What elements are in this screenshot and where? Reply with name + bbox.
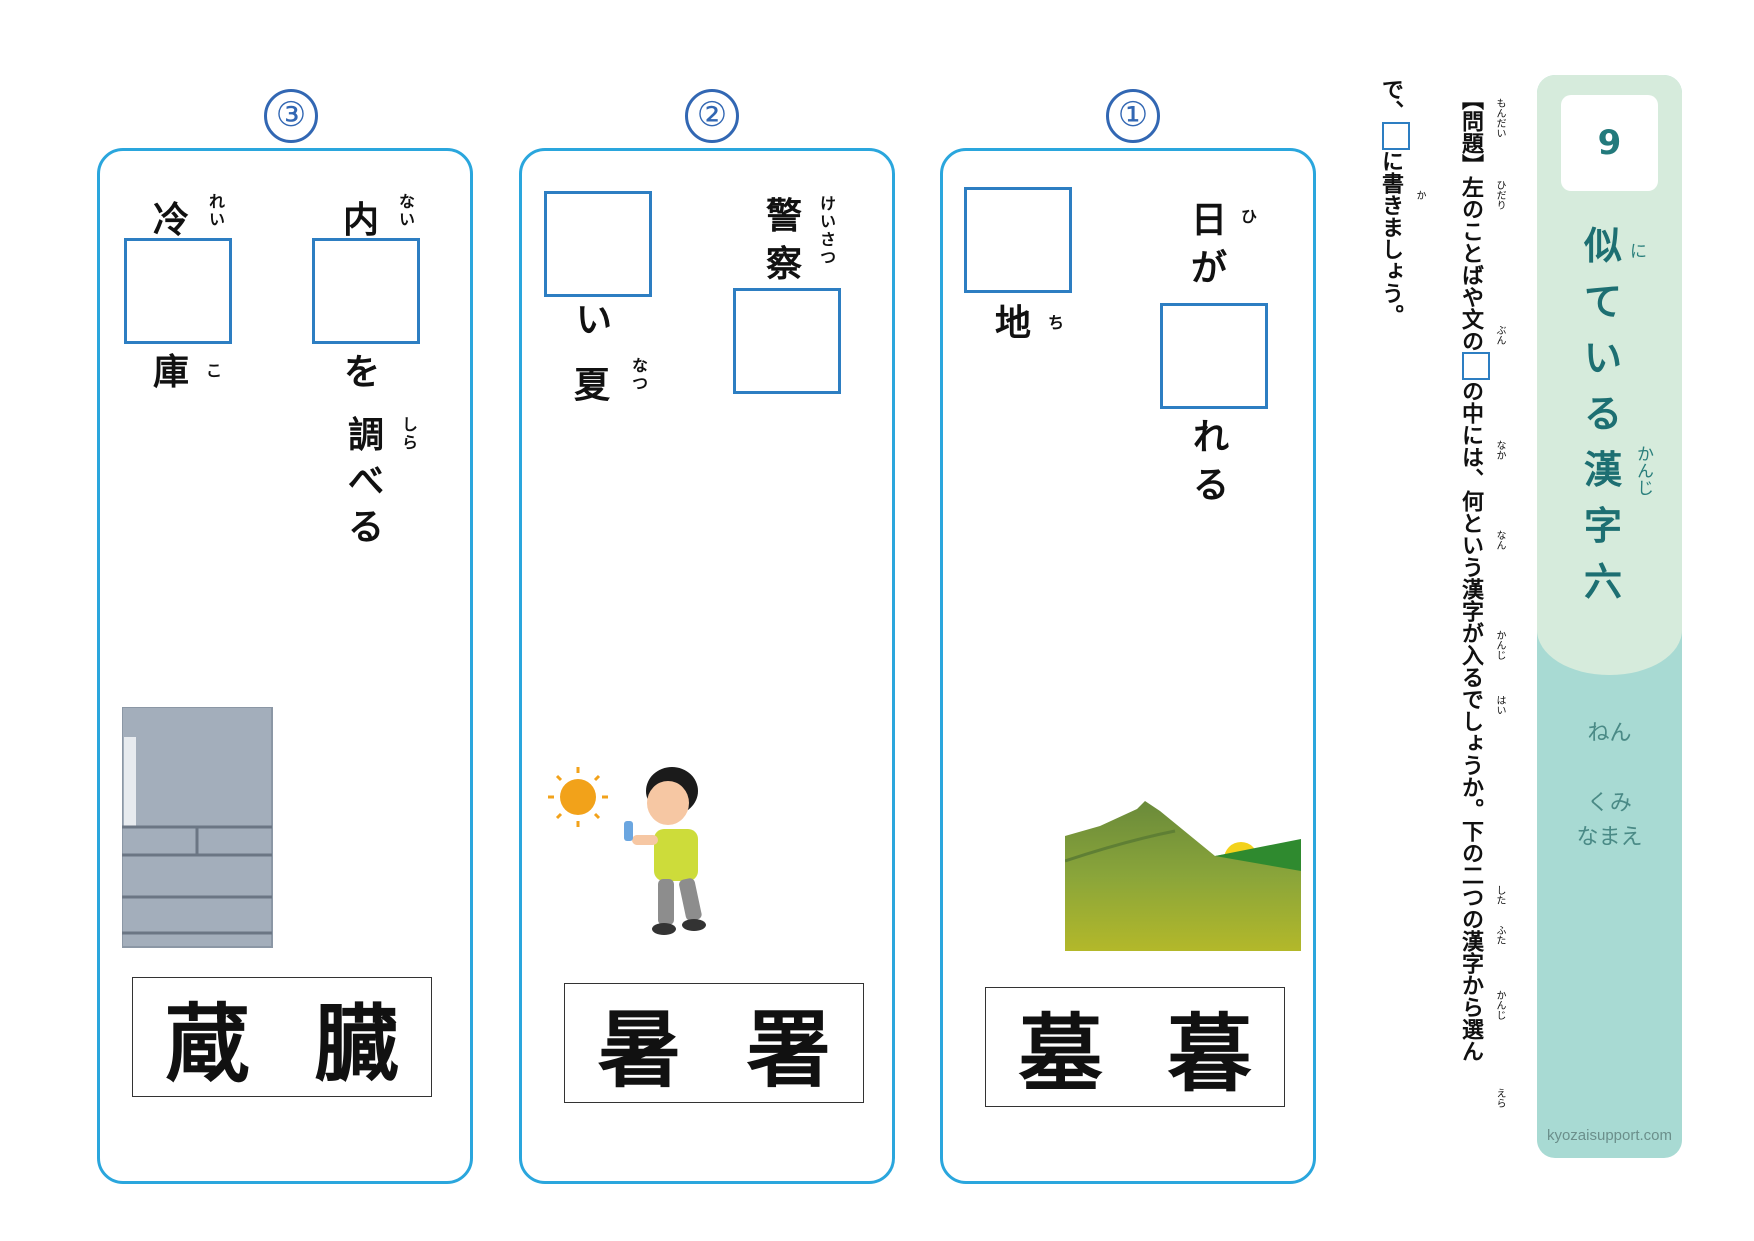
q3-answer-box-left[interactable]	[124, 238, 232, 344]
class-label: くみ	[1587, 791, 1632, 816]
mountain-sunset-image	[1065, 801, 1301, 951]
q1-choice-2[interactable]: 暮	[1167, 1004, 1252, 1103]
ruby-mondai: もんだい	[1494, 98, 1505, 138]
q3-left-bottom-kanji: 庫	[153, 352, 190, 393]
q1-answer-box-left[interactable]	[964, 187, 1072, 293]
year-label: ねん	[1587, 721, 1632, 746]
ruby-naka: なか	[1494, 440, 1505, 460]
ruby-ka: か	[1414, 190, 1425, 200]
title-ruby-kanji: かんじ	[1633, 445, 1653, 496]
q3-right-top-kanji: 内	[343, 200, 380, 241]
question-number-2: ②	[685, 89, 739, 143]
ruby-kanji: かんじ	[1494, 630, 1505, 660]
instruction-line-1: 【問題】左のことばや文の	[1458, 88, 1483, 352]
q3-choice-1[interactable]: 蔵	[165, 994, 250, 1093]
title-char: 六	[1583, 560, 1622, 604]
q2-ruby-keisatsu: けいさつ	[817, 195, 836, 267]
site-credit: kyozaisupport.com	[1546, 1127, 1673, 1144]
q3-ruby-rei: れい	[206, 193, 225, 229]
q2-choices-box: 暑 署	[564, 983, 864, 1103]
ruby-shita: した	[1494, 885, 1505, 905]
q1-ruby-chi: ち	[1048, 313, 1067, 332]
title-ruby-ni: に	[1630, 242, 1647, 262]
name-label: なまえ	[1576, 825, 1643, 850]
title-char: 漢	[1583, 448, 1622, 492]
q3-right-wo: を	[344, 352, 381, 393]
ruby-hidari: ひだり	[1494, 180, 1505, 210]
question-number-3: ③	[264, 89, 318, 143]
question-panel-2: 警察 けいさつ い 夏 なつ 暑 署	[519, 148, 895, 1184]
title-char: い	[1583, 336, 1622, 380]
answer-square-icon	[1462, 352, 1490, 380]
worksheet-title: 似 て い る 漢 字 六	[1583, 218, 1623, 610]
mountain-shape	[1065, 801, 1301, 951]
instruction-line-2b: に書きましょう。	[1378, 150, 1403, 326]
q2-choice-1[interactable]: 暑	[597, 1000, 682, 1099]
title-char: 似	[1583, 224, 1622, 268]
ruby-futa: ふた	[1494, 925, 1505, 945]
ruby-kanji-2: かんじ	[1494, 990, 1505, 1020]
ridge-line	[1065, 829, 1176, 863]
ruby-nan: なん	[1494, 530, 1505, 550]
ruby-era: えら	[1494, 1088, 1505, 1108]
answer-square-icon	[1382, 122, 1410, 150]
title-sidebar: 9 似 て い る 漢 字 六 に かんじ ねん くみ なまえ kyozaisu…	[1537, 75, 1682, 1158]
q1-ruby-hi: ひ	[1241, 207, 1260, 226]
q2-answer-box-left[interactable]	[544, 191, 652, 297]
hill-shape	[1215, 839, 1301, 871]
q1-left-kanji: 地	[995, 303, 1032, 344]
q2-ruby-natsu: なつ	[629, 357, 648, 393]
q2-word-before: 警察	[765, 196, 802, 285]
q3-choices-box: 蔵 臓	[132, 977, 432, 1097]
instruction-text: 【問題】左のことばや文のの中には、何という漢字が入るでしょうか。下の二つの漢字か…	[1450, 88, 1490, 1158]
q3-choice-2[interactable]: 臓	[314, 994, 399, 1093]
refrigerator-image	[122, 707, 273, 948]
title-char: て	[1583, 280, 1622, 324]
question-number-1: ①	[1106, 89, 1160, 143]
ruby-bun: ぶん	[1494, 325, 1505, 345]
boy-figure	[624, 767, 706, 935]
q1-word-before: 日が	[1190, 200, 1227, 289]
title-char: 字	[1583, 504, 1622, 548]
instruction-line-1b: の中には、何という漢字が入るでしょうか。下の二つの漢字から選ん	[1458, 380, 1483, 1062]
q3-answer-box-right[interactable]	[312, 238, 420, 344]
question-panel-3: 内 ない を 調べる しら 冷 れい 庫 こ 蔵 臓	[97, 148, 473, 1184]
q3-left-top-kanji: 冷	[153, 200, 190, 241]
hot-boy-image	[548, 767, 706, 935]
q2-answer-box-right[interactable]	[733, 288, 841, 394]
q3-right-shiraberu: 調べる	[347, 415, 384, 548]
q3-ruby-ko: こ	[206, 361, 225, 380]
title-char: る	[1583, 392, 1622, 436]
ruby-hai: はい	[1494, 695, 1505, 715]
q3-ruby-shira: しら	[399, 416, 418, 452]
question-panel-1: 日が ひ れる 地 ち 墓 暮	[940, 148, 1316, 1184]
q1-choices-box: 墓 暮	[985, 987, 1285, 1107]
q2-choice-2[interactable]: 署	[746, 1000, 831, 1099]
q2-left-after: い	[576, 300, 613, 341]
q1-choice-1[interactable]: 墓	[1018, 1004, 1103, 1103]
q1-word-after: れる	[1192, 417, 1229, 506]
q3-ruby-nai: ない	[396, 193, 415, 229]
instruction-text-2: で、に書きましょう。	[1370, 78, 1410, 378]
q2-left-kanji: 夏	[574, 365, 611, 406]
instruction-line-2a: で、	[1378, 78, 1403, 122]
worksheet-number: 9	[1561, 95, 1658, 191]
sun-icon	[548, 767, 608, 827]
q1-answer-box-right[interactable]	[1160, 303, 1268, 409]
